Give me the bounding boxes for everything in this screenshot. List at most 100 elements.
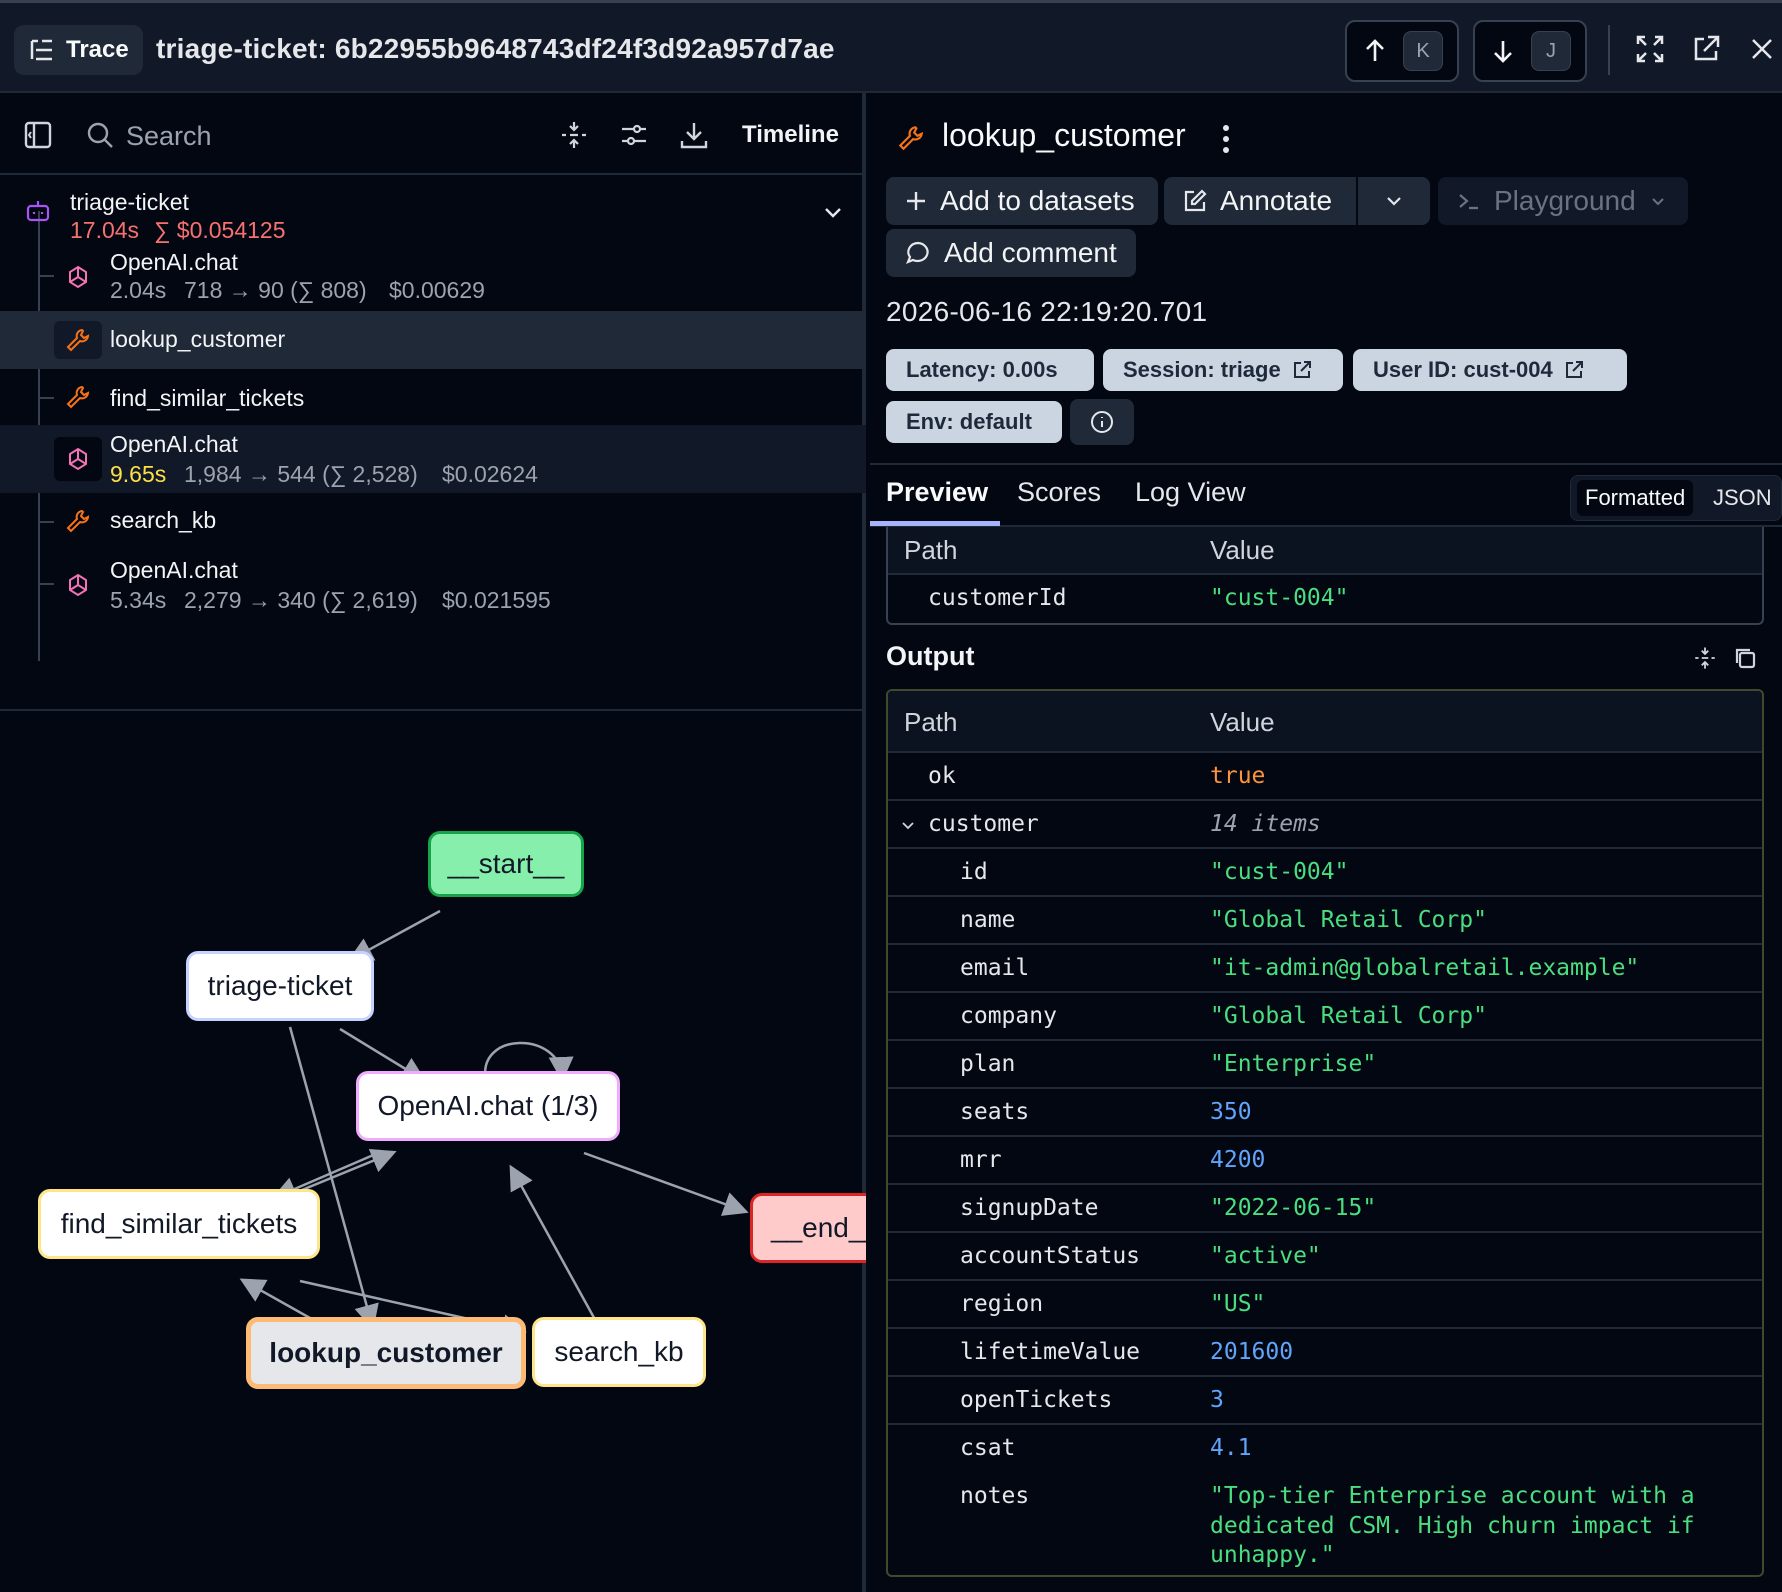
value-header: Value — [1210, 707, 1275, 737]
row-key: plan — [960, 1051, 1016, 1077]
annotate-dropdown-button[interactable] — [1358, 177, 1430, 225]
sidebar-toggle-icon[interactable] — [22, 119, 54, 151]
tree-connector — [40, 275, 54, 277]
edge-triage-openai — [339, 1027, 427, 1082]
add-comment-button[interactable]: Add comment — [886, 229, 1136, 277]
add-comment-label: Add comment — [944, 237, 1117, 268]
table-row: id "cust-004" — [888, 849, 1762, 897]
more-options-icon[interactable] — [1220, 123, 1232, 155]
graph-node-triage-ticket[interactable]: triage-ticket — [186, 951, 374, 1021]
row-key: customer — [928, 811, 1039, 837]
timeline-button[interactable]: Timeline — [742, 121, 839, 148]
table-row: company"Global Retail Corp" — [888, 993, 1762, 1041]
row-key: csat — [960, 1435, 1016, 1461]
span-row-lookup-customer[interactable]: lookup_customer — [0, 311, 866, 369]
row-key: mrr — [960, 1147, 1002, 1173]
collapse-icon[interactable] — [1692, 645, 1718, 671]
collapse-icon[interactable] — [558, 119, 590, 151]
trace-button[interactable]: Trace — [14, 25, 143, 75]
open-external-icon[interactable] — [1688, 31, 1724, 67]
row-value: true — [1210, 763, 1266, 789]
graph-node-lookup-customer[interactable]: lookup_customer — [246, 1317, 526, 1389]
tab-log-view[interactable]: Log View — [1135, 477, 1246, 507]
playground-button[interactable]: Playground — [1438, 177, 1688, 225]
table-row: accountStatus"active" — [888, 1233, 1762, 1281]
graph-node-search-kb[interactable]: search_kb — [532, 1317, 706, 1387]
row-value: "cust-004" — [1210, 859, 1349, 885]
tab-scores[interactable]: Scores — [1017, 477, 1102, 507]
span-name: OpenAI.chat — [110, 557, 238, 583]
output-label: Output — [886, 641, 975, 671]
span-tokens: 718 → 90 (∑ 808) — [184, 277, 367, 303]
table-row: region"US" — [888, 1281, 1762, 1329]
table-row: plan"Enterprise" — [888, 1041, 1762, 1089]
row-value: "it-admin@globalretail.example" — [1210, 955, 1640, 981]
json-option[interactable]: JSON — [1713, 485, 1772, 510]
divider — [1608, 25, 1610, 75]
row-value: 201600 — [1210, 1339, 1294, 1365]
search-input[interactable]: Search — [126, 121, 212, 151]
span-row-root[interactable]: triage-ticket 17.04s ∑ $0.054125 — [0, 175, 866, 295]
row-count: 14 items — [1210, 811, 1321, 837]
copy-icon[interactable] — [1732, 645, 1758, 671]
span-row-openai-2[interactable]: OpenAI.chat 9.65s 1,984 → 544 (∑ 2,528) … — [0, 425, 866, 493]
notes-line-3: unhappy." — [1210, 1542, 1335, 1568]
session-badge[interactable]: Session: triage — [1103, 349, 1343, 391]
input-table: Path Value customerId "cust-004" — [886, 527, 1764, 625]
tab-preview[interactable]: Preview — [886, 477, 989, 507]
table-row-notes: notes "Top-tier Enterprise account with … — [888, 1473, 1762, 1575]
terminal-icon — [1459, 194, 1478, 210]
close-icon[interactable] — [1744, 31, 1780, 67]
trace-title: triage-ticket: 6b22955b9648743df24f3d92a… — [156, 33, 835, 64]
span-timestamp: 2026-06-16 22:19:20.701 — [886, 296, 1208, 327]
download-icon[interactable] — [678, 119, 710, 151]
customer-fields: id"cust-004"name"Global Retail Corp"emai… — [888, 849, 1762, 1473]
info-icon — [1091, 411, 1113, 433]
table-row-customer[interactable]: customer 14 items — [888, 801, 1762, 849]
user-id-badge[interactable]: User ID: cust-004 — [1353, 349, 1627, 391]
path-header: Path — [904, 535, 958, 565]
wrench-icon — [898, 126, 923, 151]
output-table-header: Path Value — [888, 691, 1762, 753]
table-row: customerId "cust-004" — [888, 575, 1762, 623]
row-key: customerId — [928, 585, 1067, 611]
span-tree-panel: Search Timeline triage-ticket 17.04s ∑ $… — [0, 93, 866, 1592]
span-row-search-kb[interactable]: search_kb — [0, 493, 866, 549]
fullscreen-icon[interactable] — [1632, 31, 1668, 67]
graph-node-find-similar-tickets[interactable]: find_similar_tickets — [38, 1189, 320, 1259]
row-key: id — [960, 859, 988, 885]
edge-openai-self — [483, 1041, 574, 1082]
span-row-openai-3[interactable]: OpenAI.chat 5.34s 2,279 → 340 (∑ 2,619) … — [0, 549, 866, 619]
external-link-icon — [1293, 361, 1311, 378]
agent-graph[interactable]: __start__ triage-ticket OpenAI.chat (1/3… — [0, 709, 866, 1592]
graph-node-start[interactable]: __start__ — [428, 831, 584, 897]
span-row-openai-1[interactable]: OpenAI.chat 2.04s 718 → 90 (∑ 808) $0.00… — [0, 243, 866, 309]
wrench-icon — [66, 385, 90, 409]
span-cost: $0.00629 — [389, 277, 485, 303]
edge-triage-lookup — [288, 1026, 379, 1330]
add-to-datasets-button[interactable]: Add to datasets — [886, 177, 1158, 225]
graph-node-end[interactable]: __end__ — [750, 1193, 866, 1263]
chevron-down-icon — [1651, 198, 1664, 206]
edge-openai-end — [583, 1151, 749, 1216]
top-bar: Trace triage-ticket: 6b22955b9648743df24… — [0, 0, 1782, 93]
span-row-find-similar-tickets[interactable]: find_similar_tickets — [0, 369, 866, 425]
span-name: lookup_customer — [110, 326, 286, 352]
selected-indicator — [54, 321, 102, 359]
shortcut-j: J — [1531, 31, 1571, 71]
chevron-down-icon — [1387, 197, 1401, 206]
row-value: "US" — [1210, 1291, 1266, 1317]
chevron-down-icon[interactable] — [820, 199, 846, 225]
active-tab-underline — [870, 521, 1000, 526]
format-toggle: Formatted JSON — [1570, 475, 1782, 521]
previous-span-button[interactable]: K — [1345, 20, 1459, 82]
info-button[interactable] — [1070, 399, 1134, 445]
chevron-down-icon[interactable] — [900, 817, 916, 833]
filter-sliders-icon[interactable] — [618, 119, 650, 151]
formatted-option[interactable]: Formatted — [1577, 480, 1694, 516]
span-title: lookup_customer — [942, 117, 1186, 153]
graph-node-openai-chat[interactable]: OpenAI.chat (1/3) — [356, 1071, 620, 1141]
table-row: email"it-admin@globalretail.example" — [888, 945, 1762, 993]
annotate-button[interactable]: Annotate — [1164, 177, 1356, 225]
next-span-button[interactable]: J — [1473, 20, 1587, 82]
